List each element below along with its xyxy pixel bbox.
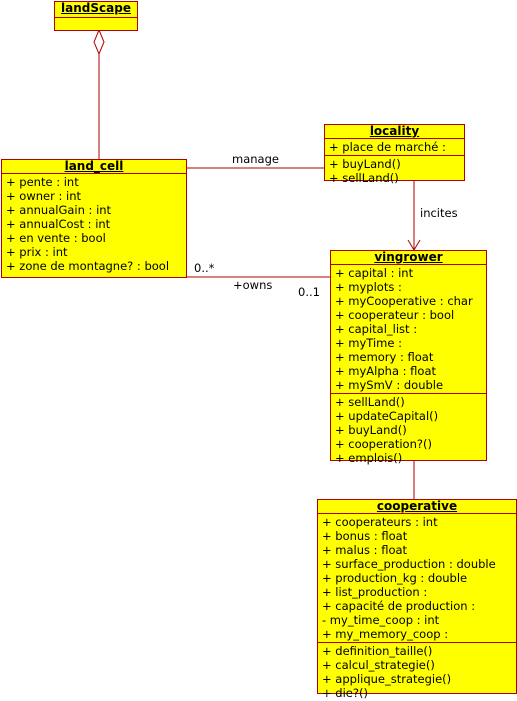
operation: + buyLand(): [335, 423, 407, 437]
cooperative-operations: + definition_taille()+ calcul_strategie(…: [318, 643, 516, 701]
label-owns-role: +owns: [233, 278, 273, 292]
attribute: + pente : int: [6, 175, 79, 189]
class-landscape-name: landScape: [55, 2, 137, 18]
attribute: + bonus : float: [322, 529, 408, 543]
label-manage: manage: [232, 152, 279, 166]
land-cell-attributes: + pente : int+ owner : int+ annualGain :…: [2, 174, 186, 274]
attribute: + capital_list :: [335, 322, 418, 336]
attribute: - my_time_coop : int: [322, 613, 440, 627]
label-multiplicity-land: 0..*: [194, 261, 215, 275]
class-landscape[interactable]: landScape: [54, 1, 138, 31]
attribute: + capacité de production :: [322, 599, 476, 613]
class-locality-name: locality: [325, 125, 464, 139]
attribute: + mySmV : double: [335, 378, 444, 392]
operation: + sellLand(): [329, 171, 399, 185]
attribute: + zone de montagne? : bool: [6, 259, 170, 273]
class-locality[interactable]: locality + place de marché : + buyLand()…: [324, 124, 465, 185]
attribute: + cooperateurs : int: [322, 515, 438, 529]
attribute: + myCooperative : char: [335, 294, 473, 308]
attribute: + memory : float: [335, 350, 434, 364]
operation: + buyLand(): [329, 157, 401, 171]
attribute: + annualGain : int: [6, 203, 112, 217]
operation: + applique_strategie(): [322, 672, 452, 686]
operation: + definition_taille(): [322, 644, 433, 658]
attribute: + place de marché :: [329, 140, 446, 154]
attribute: + annualCost : int: [6, 217, 111, 231]
attribute: + myplots :: [335, 280, 402, 294]
vingrower-operations: + sellLand()+ updateCapital()+ buyLand()…: [331, 394, 486, 466]
class-land-cell-name: land_cell: [2, 160, 186, 174]
operation: + sellLand(): [335, 395, 405, 409]
operation: + cooperation?(): [335, 437, 432, 451]
operation: + updateCapital(): [335, 409, 439, 423]
class-cooperative[interactable]: cooperative + cooperateurs : int+ bonus …: [317, 499, 517, 700]
label-multiplicity-vingrower: 0..1: [298, 285, 320, 299]
attribute: + myAlpha : float: [335, 364, 437, 378]
class-cooperative-name: cooperative: [318, 500, 516, 514]
attribute: + capital : int: [335, 266, 414, 280]
class-vingrower-name: vingrower: [331, 251, 486, 265]
attribute: + owner : int: [6, 189, 82, 203]
locality-operations: + buyLand()+ sellLand(): [325, 156, 464, 186]
attribute: + surface_production : double: [322, 557, 496, 571]
attribute: + myTime :: [335, 336, 402, 350]
class-vingrower[interactable]: vingrower + capital : int+ myplots :+ my…: [330, 250, 487, 465]
attribute: + en vente : bool: [6, 231, 106, 245]
cooperative-attributes: + cooperateurs : int+ bonus : float+ mal…: [318, 514, 516, 643]
label-incites: incites: [420, 206, 458, 220]
aggregation-diamond-icon: [93, 28, 105, 56]
attribute: + list_production :: [322, 585, 428, 599]
attribute: + production_kg : double: [322, 571, 468, 585]
attribute: + my_memory_coop :: [322, 627, 449, 641]
attribute: + malus : float: [322, 543, 408, 557]
attribute: + prix : int: [6, 245, 68, 259]
locality-attributes: + place de marché :: [325, 139, 464, 156]
class-land-cell[interactable]: land_cell + pente : int+ owner : int+ an…: [1, 159, 187, 278]
attribute: + cooperateur : bool: [335, 308, 455, 322]
vingrower-attributes: + capital : int+ myplots :+ myCooperativ…: [331, 265, 486, 394]
operation: + calcul_strategie(): [322, 658, 435, 672]
operation: + emplois(): [335, 451, 403, 465]
operation: + die?(): [322, 686, 368, 700]
